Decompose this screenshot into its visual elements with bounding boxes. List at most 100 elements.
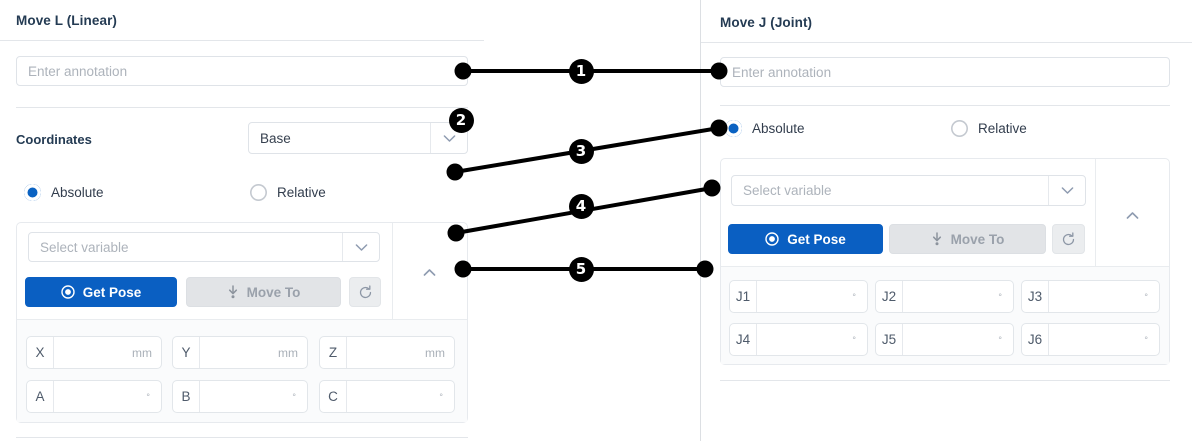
annotation-marker-1: 1 xyxy=(568,58,594,84)
pose-field-y[interactable]: Y mm xyxy=(172,336,308,369)
joint-field-j5-unit: ° xyxy=(998,334,1002,345)
move-l-annotation-placeholder: Enter annotation xyxy=(28,63,128,79)
coordinates-select[interactable]: Base xyxy=(248,122,468,154)
joint-field-j2-unit: ° xyxy=(998,291,1002,302)
move-l-absolute-label: Absolute xyxy=(51,185,104,200)
pose-field-x-unit: mm xyxy=(132,345,152,360)
joint-field-j1-label: J1 xyxy=(730,281,757,312)
joint-field-j6-label: J6 xyxy=(1022,324,1049,355)
move-j-get-pose-label: Get Pose xyxy=(787,231,846,247)
joint-field-j4[interactable]: J4 ° xyxy=(729,323,868,356)
move-j-panel-title: Move J (Joint) xyxy=(720,15,813,30)
pose-field-b-unit: ° xyxy=(292,391,296,402)
move-l-panel: Move L (Linear) Enter annotation Coordin… xyxy=(0,13,484,438)
joint-field-j6-unit: ° xyxy=(1144,334,1148,345)
move-l-annotation-divider xyxy=(16,107,468,108)
move-l-move-to-button[interactable]: Move To xyxy=(186,277,341,307)
coordinates-select-value: Base xyxy=(260,130,291,146)
annotation-marker-3: 3 xyxy=(568,138,594,164)
move-l-variable-placeholder: Select variable xyxy=(40,239,129,255)
joint-field-j4-label: J4 xyxy=(730,324,757,355)
move-j-annotation-divider xyxy=(720,105,1170,106)
pose-field-x-label: X xyxy=(27,337,54,368)
pose-field-c-unit: ° xyxy=(439,391,443,402)
chevron-down-icon[interactable] xyxy=(430,123,467,153)
refresh-icon xyxy=(358,284,373,300)
joint-field-j3-label: J3 xyxy=(1022,281,1049,312)
joint-field-j4-unit: ° xyxy=(852,334,856,345)
pose-field-a-unit: ° xyxy=(146,391,150,402)
move-j-move-to-label: Move To xyxy=(950,231,1005,247)
move-l-footer-divider xyxy=(16,437,468,438)
move-l-collapse-toggle[interactable] xyxy=(420,263,438,281)
radio-selected-icon[interactable] xyxy=(24,184,41,201)
joint-field-j6[interactable]: J6 ° xyxy=(1021,323,1160,356)
pose-field-c[interactable]: C ° xyxy=(319,380,455,413)
move-l-absolute-radio[interactable]: Absolute xyxy=(24,184,104,201)
move-down-arrow-icon xyxy=(227,285,239,299)
refresh-icon xyxy=(1061,231,1076,247)
pose-field-y-unit: mm xyxy=(278,345,298,360)
move-j-panel: Move J (Joint) Enter annotation Absolute… xyxy=(701,0,1192,441)
move-j-header-divider xyxy=(701,42,1192,43)
chevron-down-icon[interactable] xyxy=(342,233,379,261)
annotation-marker-4: 4 xyxy=(568,193,594,219)
move-l-get-pose-label: Get Pose xyxy=(82,284,142,300)
radio-unselected-icon[interactable] xyxy=(250,184,267,201)
chevron-down-icon[interactable] xyxy=(1048,176,1085,205)
pose-field-z[interactable]: Z mm xyxy=(319,336,455,369)
joint-field-j5[interactable]: J5 ° xyxy=(875,323,1014,356)
move-j-card-vertical-divider xyxy=(1095,159,1096,266)
move-l-relative-label: Relative xyxy=(277,185,326,200)
joint-field-j1[interactable]: J1 ° xyxy=(729,280,868,313)
joint-field-j1-unit: ° xyxy=(852,291,856,302)
pose-field-a-label: A xyxy=(27,381,54,412)
chevron-up-icon xyxy=(423,268,436,277)
pose-field-b-label: B xyxy=(173,381,200,412)
pose-field-a[interactable]: A ° xyxy=(26,380,162,413)
coordinates-label: Coordinates xyxy=(16,132,92,147)
move-l-header-divider xyxy=(0,40,484,41)
move-down-arrow-icon xyxy=(931,232,943,246)
move-j-footer-divider xyxy=(720,380,1170,381)
pose-field-z-unit: mm xyxy=(425,345,445,360)
pose-field-x[interactable]: X mm xyxy=(26,336,162,369)
move-l-variable-select[interactable]: Select variable xyxy=(28,232,380,262)
pose-field-y-label: Y xyxy=(173,337,200,368)
move-j-absolute-radio[interactable]: Absolute xyxy=(725,120,805,137)
joint-field-j3-unit: ° xyxy=(1144,291,1148,302)
move-j-variable-select[interactable]: Select variable xyxy=(731,175,1086,206)
move-l-relative-radio[interactable]: Relative xyxy=(250,184,326,201)
joint-field-j3[interactable]: J3 ° xyxy=(1021,280,1160,313)
radio-selected-icon[interactable] xyxy=(725,120,742,137)
move-j-annotation-input[interactable]: Enter annotation xyxy=(720,57,1170,87)
move-j-move-to-button[interactable]: Move To xyxy=(889,224,1046,254)
move-l-annotation-input[interactable]: Enter annotation xyxy=(16,56,468,86)
move-j-annotation-placeholder: Enter annotation xyxy=(732,64,832,80)
move-l-refresh-button[interactable] xyxy=(349,277,381,307)
move-j-refresh-button[interactable] xyxy=(1052,224,1085,254)
pose-field-b[interactable]: B ° xyxy=(172,380,308,413)
target-dot-icon xyxy=(61,285,75,299)
move-l-get-pose-button[interactable]: Get Pose xyxy=(25,277,177,307)
move-j-get-pose-button[interactable]: Get Pose xyxy=(728,224,883,254)
move-l-card-divider xyxy=(17,319,467,320)
move-j-absolute-label: Absolute xyxy=(752,121,805,136)
move-j-relative-radio[interactable]: Relative xyxy=(951,120,1027,137)
annotation-marker-2: 2 xyxy=(448,107,474,133)
move-j-collapse-toggle[interactable] xyxy=(1123,206,1141,224)
move-l-panel-title: Move L (Linear) xyxy=(16,13,118,28)
move-l-card-vertical-divider xyxy=(392,223,393,319)
move-j-variable-placeholder: Select variable xyxy=(743,183,832,198)
joint-field-j5-label: J5 xyxy=(876,324,903,355)
annotation-marker-5: 5 xyxy=(568,256,594,282)
pose-field-z-label: Z xyxy=(320,337,347,368)
joint-field-j2[interactable]: J2 ° xyxy=(875,280,1014,313)
target-dot-icon xyxy=(765,232,779,246)
pose-field-c-label: C xyxy=(320,381,347,412)
joint-field-j2-label: J2 xyxy=(876,281,903,312)
move-j-card-divider xyxy=(721,266,1169,267)
move-l-move-to-label: Move To xyxy=(246,284,301,300)
radio-unselected-icon[interactable] xyxy=(951,120,968,137)
